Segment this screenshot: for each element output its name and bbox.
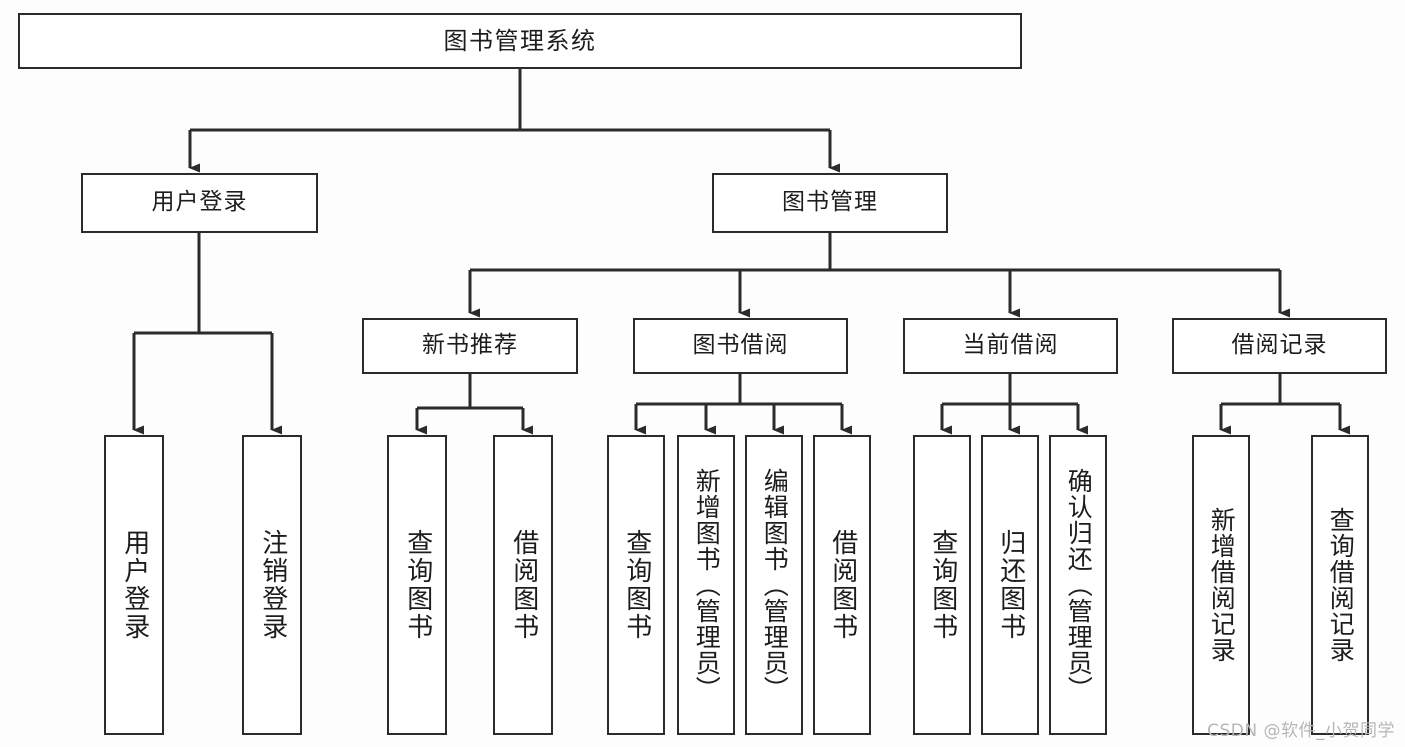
node-new-book-recommend-label: 新书推荐 <box>422 332 518 359</box>
node-book-borrow-label: 图书借阅 <box>692 332 789 359</box>
node-leaf-user-logout[interactable]: 注销登录 <box>242 435 302 735</box>
node-leaf-user-login-label: 用户登录 <box>119 529 150 641</box>
node-leaf-borrow-book-2-label: 借阅图书 <box>827 529 858 641</box>
node-leaf-edit-book[interactable]: 编辑图书（管理员） <box>745 435 803 735</box>
node-book-manage[interactable]: 图书管理 <box>712 173 948 233</box>
csdn-watermark: CSDN @软件_小贺同学 <box>1207 721 1395 741</box>
node-leaf-query-record-label: 查询借阅记录 <box>1326 507 1356 663</box>
node-leaf-borrow-book-2[interactable]: 借阅图书 <box>813 435 871 735</box>
node-new-book-recommend[interactable]: 新书推荐 <box>362 318 578 374</box>
node-leaf-query-record[interactable]: 查询借阅记录 <box>1311 435 1369 735</box>
node-leaf-confirm-return-label: 确认归还（管理员） <box>1064 468 1094 702</box>
node-root-label: 图书管理系统 <box>443 26 597 55</box>
node-leaf-return-book-label: 归还图书 <box>995 529 1026 641</box>
node-book-manage-label: 图书管理 <box>782 189 878 216</box>
node-leaf-add-book[interactable]: 新增图书（管理员） <box>677 435 735 735</box>
node-leaf-query-book-1-label: 查询图书 <box>402 529 433 641</box>
node-root[interactable]: 图书管理系统 <box>18 13 1022 69</box>
node-leaf-add-book-label: 新增图书（管理员） <box>692 468 722 702</box>
node-leaf-query-book-2-label: 查询图书 <box>621 529 652 641</box>
node-user-login-label: 用户登录 <box>151 189 248 216</box>
node-leaf-return-book[interactable]: 归还图书 <box>981 435 1039 735</box>
node-leaf-query-book-3[interactable]: 查询图书 <box>913 435 971 735</box>
node-leaf-user-login[interactable]: 用户登录 <box>104 435 164 735</box>
node-leaf-borrow-book-1[interactable]: 借阅图书 <box>493 435 553 735</box>
node-leaf-query-book-3-label: 查询图书 <box>927 529 958 641</box>
node-leaf-query-book-2[interactable]: 查询图书 <box>607 435 665 735</box>
node-current-borrow-label: 当前借阅 <box>962 332 1059 359</box>
node-leaf-confirm-return[interactable]: 确认归还（管理员） <box>1049 435 1107 735</box>
node-leaf-add-record-label: 新增借阅记录 <box>1207 507 1237 663</box>
node-leaf-user-logout-label: 注销登录 <box>257 529 288 641</box>
node-user-login[interactable]: 用户登录 <box>81 173 318 233</box>
node-borrow-record-label: 借阅记录 <box>1231 332 1328 359</box>
node-leaf-add-record[interactable]: 新增借阅记录 <box>1192 435 1250 735</box>
node-borrow-record[interactable]: 借阅记录 <box>1172 318 1387 374</box>
node-leaf-borrow-book-1-label: 借阅图书 <box>508 529 539 641</box>
node-leaf-query-book-1[interactable]: 查询图书 <box>387 435 447 735</box>
node-current-borrow[interactable]: 当前借阅 <box>903 318 1118 374</box>
node-book-borrow[interactable]: 图书借阅 <box>633 318 848 374</box>
node-leaf-edit-book-label: 编辑图书（管理员） <box>760 468 790 702</box>
